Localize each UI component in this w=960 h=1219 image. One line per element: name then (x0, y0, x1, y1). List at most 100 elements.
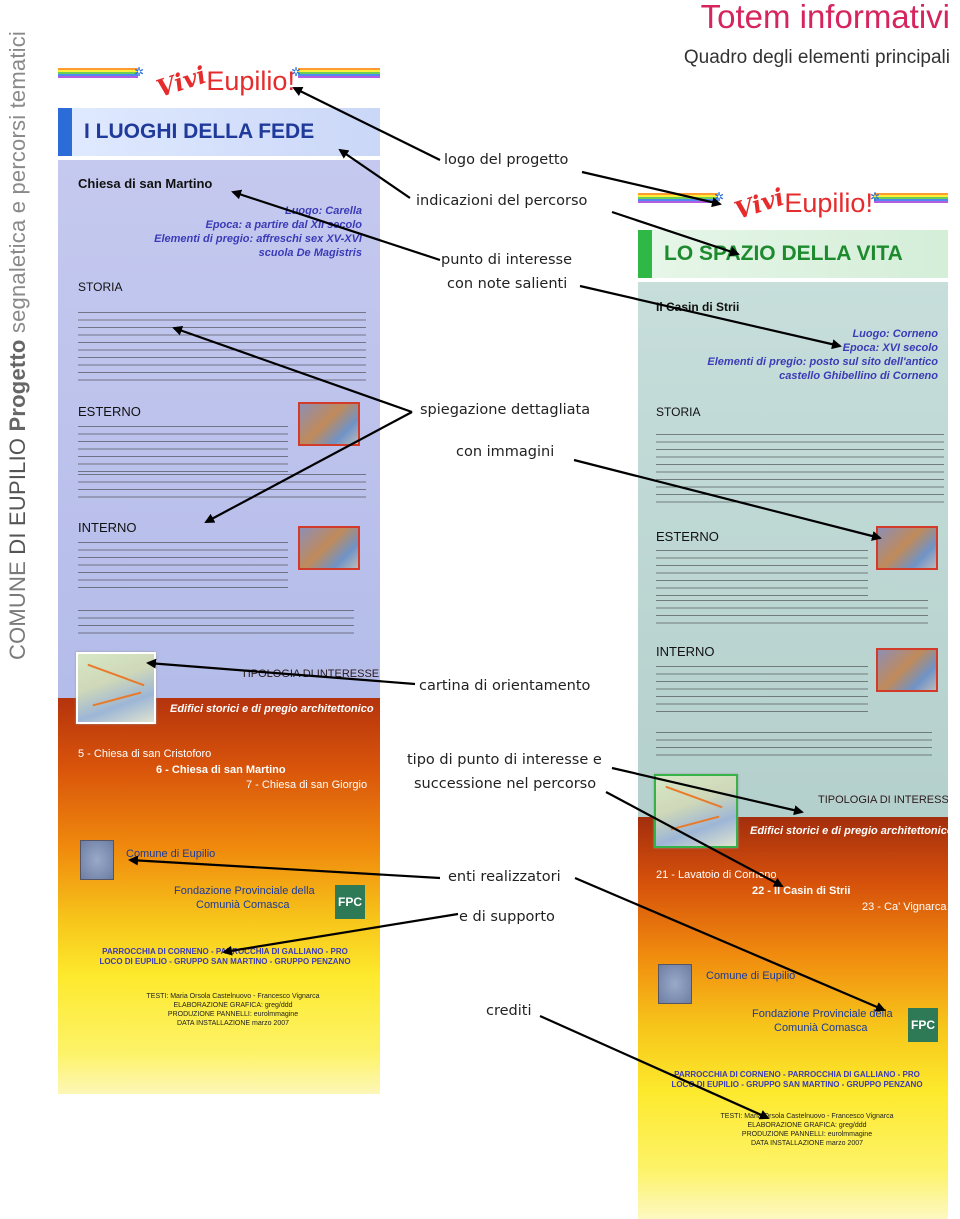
photo-thumbnail (876, 648, 938, 692)
poster-gradient (58, 698, 380, 1094)
partners-line: PARROCCHIA DI CORNENO - PARROCCHIA DI GA… (102, 947, 348, 956)
route-stop-current: 6 - Chiesa di san Martino (156, 764, 286, 776)
star-icon: ✲ (291, 65, 302, 79)
label-punto-2: con note salienti (447, 276, 568, 292)
map-road (665, 785, 723, 809)
body-text-block (78, 426, 288, 472)
meta-epoca: Epoca: XVI secolo (842, 342, 938, 354)
sidebar-text: COMUNE DI EUPILIO Progetto segnaletica e… (4, 31, 32, 660)
body-text-block (78, 610, 354, 636)
body-text-block (656, 550, 868, 596)
credits-line: TESTI: Maria Orsola Castelnuovo - France… (720, 1113, 894, 1120)
logo-eupilio: Eupilio! (206, 66, 295, 96)
credits-block: TESTI: Maria Orsola Castelnuovo - France… (692, 1112, 922, 1148)
section-header-bar: LO SPAZIO DELLA VITA (638, 230, 948, 278)
credits-line: DATA INSTALLAZIONE marzo 2007 (176, 1020, 290, 1027)
label-tipo-2: successione nel percorso (414, 776, 597, 792)
vertical-sidebar: COMUNE DI EUPILIO Progetto segnaletica e… (4, 0, 32, 660)
rainbow-stripe-right (298, 68, 380, 81)
photo-thumbnail (876, 526, 938, 570)
route-stop-current: 22 - Il Casin di Strii (752, 885, 851, 897)
meta-pregio: Elementi di pregio: posto sul sito dell'… (707, 356, 938, 368)
route-stop: 23 - Ca' Vignarca (862, 901, 947, 913)
sidebar-comune: COMUNE (5, 561, 30, 660)
partners-line: PARROCCHIA DI CORNENO - PARROCCHIA DI GA… (674, 1070, 920, 1079)
credits-line: ELABORAZIONE GRAFICA: greg/ddd (747, 1122, 867, 1129)
section-title: I LUOGHI DELLA FEDE (84, 120, 315, 143)
label-cartina: cartina di orientamento (419, 678, 591, 694)
route-stop: 7 - Chiesa di san Giorgio (246, 779, 368, 791)
org-fondazione-2: Comunià Comasca (774, 1022, 868, 1034)
poster-right: ✲ ✲ ViviEupilio! LO SPAZIO DELLA VITA Il… (638, 172, 948, 1219)
org-fondazione: Fondazione Provinciale della (174, 885, 315, 897)
point-title: Chiesa di san Martino (78, 176, 213, 191)
project-logo: ViviEupilio! (731, 182, 873, 225)
org-comune: Comune di Eupilio (706, 970, 796, 982)
route-stop: 21 - Lavatoio di Corneno (656, 869, 777, 881)
body-text-block (78, 474, 366, 498)
org-fondazione: Fondazione Provinciale della (752, 1008, 893, 1020)
credits-block: TESTI: Maria Orsola Castelnuovo - France… (118, 992, 348, 1028)
tipologia-label: TIPOLOGIA DI INTERESSE (241, 668, 380, 680)
body-text-block (656, 666, 868, 716)
body-text-block (656, 732, 932, 758)
comune-crest-icon (80, 840, 114, 880)
body-text-block (656, 600, 928, 624)
route-stop: 5 - Chiesa di san Cristoforo (78, 748, 212, 760)
point-title: Il Casin di Strii (656, 300, 740, 314)
label-punto-1: punto di interesse (441, 252, 573, 268)
credits-line: PRODUZIONE PANNELLI: eurolmmagine (741, 1131, 873, 1138)
page-subtitle: Quadro degli elementi principali (683, 47, 950, 68)
page-title: Totem informativi (700, 0, 950, 35)
map-road (87, 663, 145, 687)
star-icon: ✲ (714, 190, 725, 204)
tipologia-value: Edifici storici e di pregio architettoni… (170, 703, 374, 715)
heading-interno: INTERNO (656, 644, 715, 659)
label-enti-1: enti realizzatori (448, 869, 561, 885)
heading-esterno: ESTERNO (656, 529, 719, 544)
map-road (670, 815, 720, 831)
partners-line: LOCO DI EUPILIO - GRUPPO SAN MARTINO - G… (99, 957, 351, 966)
credits-line: DATA INSTALLAZIONE marzo 2007 (750, 1140, 864, 1147)
orientation-map (76, 652, 156, 724)
label-spiegazione-1: spiegazione dettagliata (420, 402, 591, 418)
partners-block: PARROCCHIA DI CORNENO - PARROCCHIA DI GA… (80, 947, 370, 967)
label-indicazioni: indicazioni del percorso (416, 193, 588, 209)
label-tipo-1: tipo di punto di interesse e (407, 752, 602, 768)
project-logo: ViviEupilio! (153, 62, 295, 103)
fpc-logo: FPC (335, 885, 365, 919)
poster-left: ✲ ✲ ViviEupilio! I LUOGHI DELLA FEDE Chi… (58, 62, 380, 1094)
photo-thumbnail (298, 402, 360, 446)
credits-line: ELABORAZIONE GRAFICA: greg/ddd (173, 1002, 293, 1009)
orientation-map (654, 774, 738, 848)
star-icon: ✲ (134, 65, 145, 79)
heading-storia: STORIA (656, 405, 701, 419)
tipologia-label: TIPOLOGIA DI INTERESSE (818, 794, 948, 806)
heading-interno: INTERNO (78, 520, 137, 535)
fpc-logo: FPC (908, 1008, 938, 1042)
rainbow-stripe-left (638, 193, 718, 206)
org-comune: Comune di Eupilio (126, 848, 216, 860)
meta-pregio-2: scuola De Magistris (258, 247, 362, 259)
meta-epoca: Epoca: a partire dal XII secolo (205, 219, 363, 231)
star-icon: ✲ (870, 190, 881, 204)
body-text-block (656, 434, 944, 506)
body-text-block (78, 312, 366, 384)
section-header-bar: I LUOGHI DELLA FEDE (58, 108, 380, 156)
meta-luogo: Luogo: Corneno (852, 328, 938, 340)
label-enti-2: e di supporto (459, 909, 555, 925)
body-text-block (78, 542, 288, 592)
sidebar-di-eupilio: DI EUPILIO (5, 431, 30, 562)
org-fondazione-2: Comunià Comasca (196, 899, 290, 911)
sidebar-rest: segnaletica e percorsi tematici (5, 30, 30, 340)
label-spiegazione-2: con immagini (456, 444, 555, 460)
heading-esterno: ESTERNO (78, 404, 141, 419)
label-logo: logo del progetto (444, 152, 569, 168)
logo-eupilio: Eupilio! (784, 188, 873, 218)
logo-vivi: Vivi (152, 62, 210, 104)
partners-line: LOCO DI EUPILIO - GRUPPO SAN MARTINO - G… (671, 1080, 923, 1089)
sidebar-progetto: Progetto (5, 339, 30, 432)
partners-block: PARROCCHIA DI CORNENO - PARROCCHIA DI GA… (652, 1070, 942, 1090)
map-road (92, 691, 142, 707)
comune-crest-icon (658, 964, 692, 1004)
